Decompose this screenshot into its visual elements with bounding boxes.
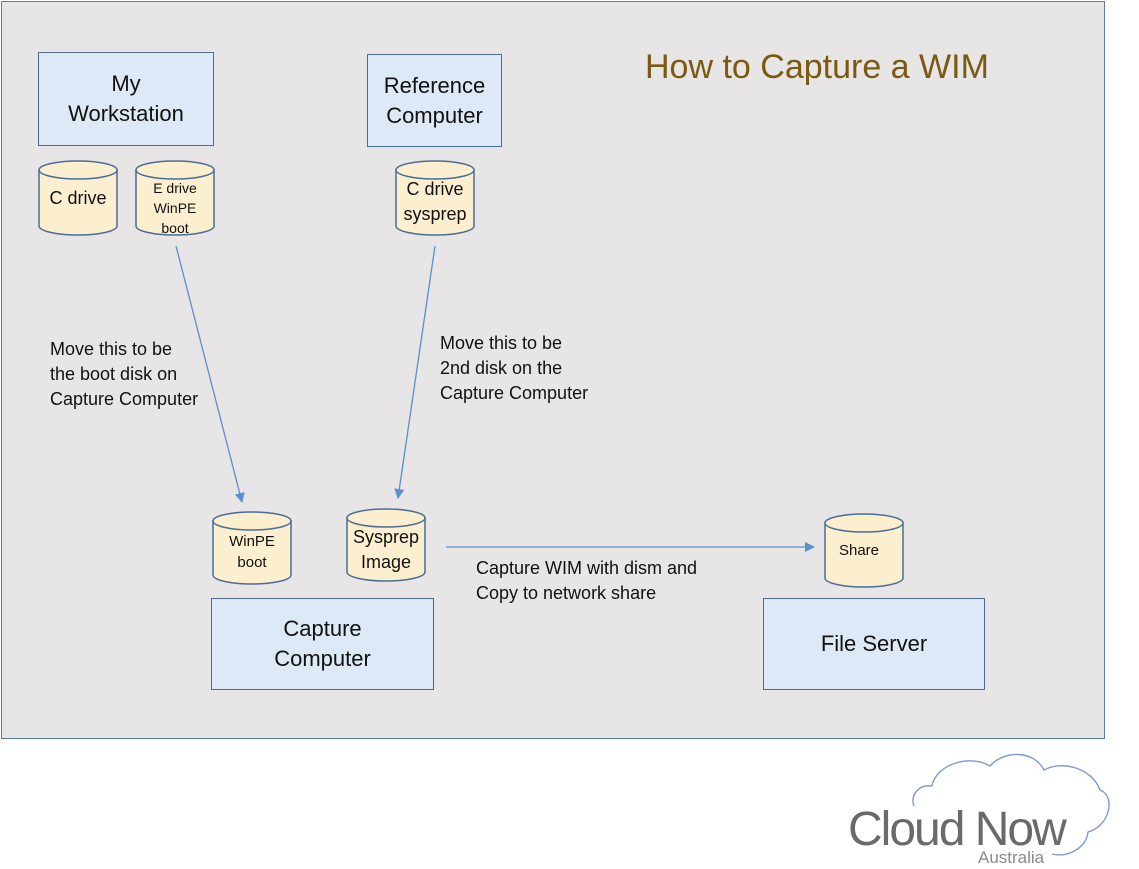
capture-wim-note: Capture WIM with dism and Copy to networ… [476, 558, 698, 603]
workstation-e-drive-disk: E drive WinPE boot [135, 160, 215, 236]
diagram-title: How to Capture a WIM [645, 48, 989, 86]
my-workstation-box: My Workstation [38, 52, 214, 146]
arrow-boot-disk-to-capture [175, 245, 245, 503]
cylinder-icon [135, 160, 215, 236]
disk-label: C drive [49, 188, 107, 208]
move-boot-disk-note: Move this to be the boot disk on Capture… [50, 339, 199, 409]
cylinder-icon [346, 508, 426, 582]
reference-c-drive-disk: C drive sysprep [395, 160, 475, 236]
capture-computer-box: Capture Computer [211, 598, 434, 690]
cylinder-icon [395, 160, 475, 236]
disk-label: WinPE boot [229, 533, 275, 571]
logo-sub-text: Australia [978, 848, 1045, 867]
capture-sysprep-image-disk: Sysprep Image [346, 508, 426, 582]
disk-label: Share [838, 542, 880, 559]
move-second-disk-note: Move this to be 2nd disk on the Capture … [440, 333, 589, 403]
logo-brand-text: Cloud Now [848, 803, 1067, 856]
arrow-sysprep-disk-to-capture [394, 245, 436, 499]
cylinder-icon [824, 513, 904, 588]
cloud-now-logo: Cloud Now Australia [820, 750, 1120, 868]
disk-label: Sysprep Image [352, 527, 420, 572]
workstation-c-drive-disk: C drive [38, 160, 118, 236]
reference-computer-box: Reference Computer [367, 54, 502, 147]
cylinder-icon [212, 511, 292, 585]
capture-winpe-boot-disk: WinPE boot [212, 511, 292, 585]
disk-label: E drive WinPE boot [153, 180, 197, 236]
file-server-box: File Server [763, 598, 985, 690]
server-share-disk: Share [824, 513, 904, 588]
cloud-icon [912, 753, 1110, 856]
cylinder-icon [38, 160, 118, 236]
disk-label: C drive sysprep [403, 179, 467, 224]
